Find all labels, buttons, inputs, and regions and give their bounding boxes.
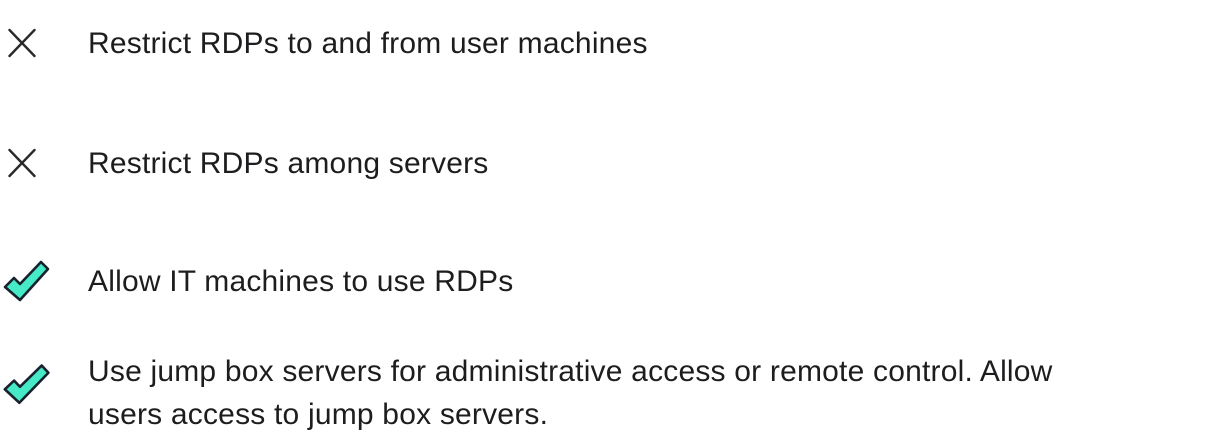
list-item-text: Restrict RDPs among servers [88, 146, 489, 180]
list-item-text: Restrict RDPs to and from user machines [88, 26, 648, 60]
status-icon-wrap [0, 259, 88, 303]
list-item-text: Use jump box servers for administrative … [88, 355, 1053, 431]
list-item: Restrict RDPs to and from user machines [0, 20, 1210, 66]
status-icon-wrap [0, 148, 88, 178]
check-icon [3, 260, 50, 302]
x-icon [8, 148, 36, 178]
list-item: Use jump box servers for administrative … [0, 350, 1210, 442]
list-item-text: Allow IT machines to use RDPs [88, 264, 514, 298]
status-icon-wrap [0, 28, 88, 58]
list-item: Allow IT machines to use RDPs [0, 256, 1210, 306]
x-icon [8, 28, 36, 58]
check-icon [3, 364, 50, 405]
status-icon-wrap [0, 362, 88, 406]
list-item: Restrict RDPs among servers [0, 140, 1210, 186]
